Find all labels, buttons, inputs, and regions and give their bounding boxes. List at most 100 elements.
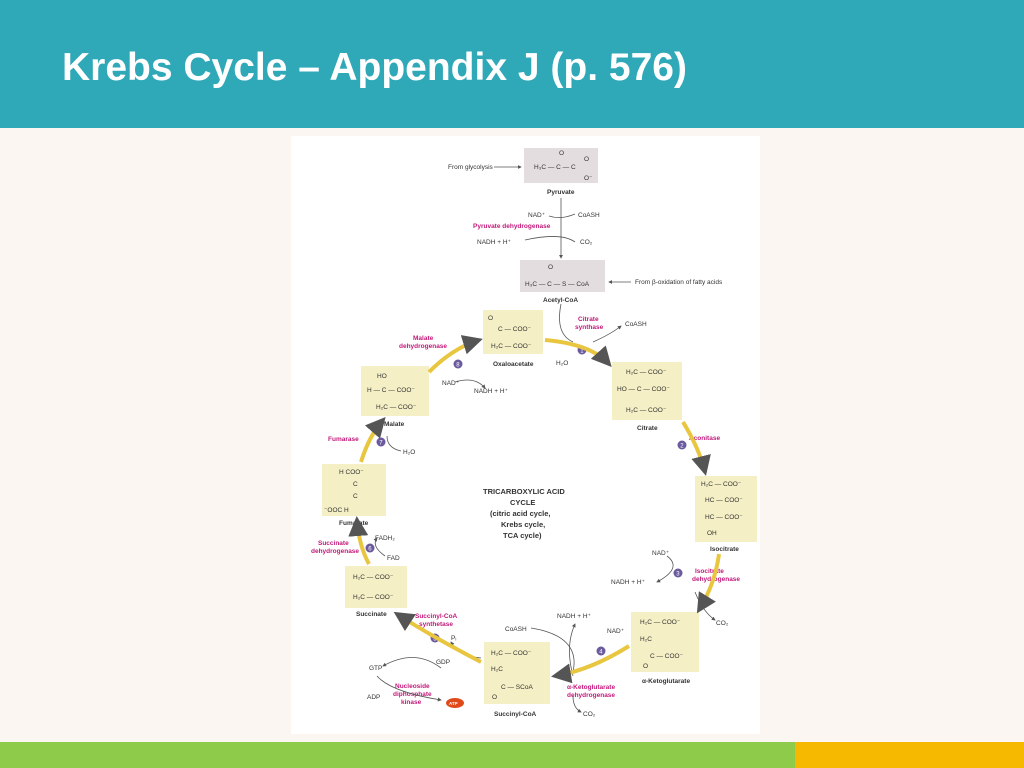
ketoglutarate-line-2: H₂C — [640, 636, 652, 643]
ketoglutarate-o: O — [643, 663, 648, 670]
step4-coash: CoASH — [505, 626, 527, 633]
krebs-cycle-diagram: From glycolysis O H₃C — C — C O O⁻ Pyruv… — [311, 148, 757, 718]
ketoglutarate-line-1: H₂C — COO⁻ — [640, 619, 681, 626]
akg-dh-label-1: α-Ketoglutarate — [567, 684, 615, 691]
step4-co2: CO₂ — [583, 711, 596, 718]
from-glycolysis-label: From glycolysis — [448, 164, 494, 171]
acetyl-coa-label: Acetyl-CoA — [543, 297, 578, 304]
isocitrate-line-4: OH — [707, 530, 717, 537]
step8-nadh: NADH + H⁺ — [474, 388, 509, 395]
ketoglutarate-label: α-Ketoglutarate — [642, 678, 690, 685]
center-label-4: Krebs cycle, — [501, 520, 545, 529]
center-label-5: TCA cycle) — [503, 531, 542, 540]
citrate-line-1: H₂C — COO⁻ — [626, 369, 667, 376]
succinate-line-1: H₂C — COO⁻ — [353, 574, 394, 581]
step6-fad-arrow — [373, 537, 386, 557]
fumarate-line-4: ⁻OOC H — [324, 507, 349, 514]
arrow-fumarate-to-malate — [359, 416, 386, 463]
step6-fadh2: FADH₂ — [375, 535, 395, 542]
isocitrate-line-3: HC — COO⁻ — [705, 514, 743, 521]
ndk-label-2: diphosphate — [393, 691, 432, 698]
succinate-label: Succinate — [356, 611, 387, 618]
succinyl-coa-synthetase-label-2: synthetase — [419, 621, 453, 628]
oxaloacetate-line-2: H₂C — COO⁻ — [491, 343, 532, 350]
step5-gtp: GTP — [369, 665, 382, 672]
malate-line-2: H — C — COO⁻ — [367, 387, 415, 394]
fumarase-label: Fumarase — [328, 436, 359, 443]
fumarate-label: Fumarate — [339, 520, 369, 527]
arrow-succinyl-coa-to-succinate — [393, 611, 482, 664]
acetyl-coa-formula: H₃C — C — S — CoA — [525, 281, 590, 288]
adp-to-atp-arrow — [376, 675, 442, 702]
gdp-to-gtp-arrow — [382, 657, 442, 669]
malate-line-3: H₂C — COO⁻ — [376, 404, 417, 411]
acetyl-coa-box — [520, 260, 605, 292]
step5-adp: ADP — [367, 694, 380, 701]
oxaloacetate-label: Oxaloacetate — [493, 361, 534, 368]
citrate-box — [612, 362, 682, 420]
pdh-coash: CoASH — [578, 212, 600, 219]
step4-nadh-arrow — [569, 623, 576, 677]
arrow-isocitrate-to-ketoglutarate — [696, 553, 721, 614]
malate-dh-label-1: Malate — [413, 335, 434, 342]
malate-line-1: HO — [377, 373, 387, 380]
step-7-number: 7 — [379, 441, 383, 447]
malate-dh-label-2: dehydrogenase — [399, 343, 447, 350]
ketoglutarate-box — [631, 612, 699, 672]
fumarate-box — [322, 464, 386, 516]
isocitrate-dh-label-1: Isocitrate — [695, 568, 724, 575]
arrow-citrate-to-isocitrate — [681, 420, 711, 476]
from-beta-oxidation-label: From β-oxidation of fatty acids — [635, 279, 723, 286]
succinyl-coa-box — [484, 642, 550, 704]
pyruvate-formula: H₃C — C — C — [534, 164, 576, 171]
step8-nad: NAD⁺ — [442, 380, 460, 387]
pyruvate-label: Pyruvate — [547, 189, 575, 196]
arrow-oxaloacetate-to-citrate — [544, 338, 612, 367]
isocitrate-box — [695, 476, 757, 542]
succinyl-coa-o: O — [492, 694, 497, 701]
step3-nadh: NADH + H⁺ — [611, 579, 646, 586]
succinyl-coa-line-2: H₂C — [491, 666, 503, 673]
citrate-synthase-label-1: Citrate — [578, 316, 599, 323]
step1-coash-arrow — [592, 325, 622, 343]
step-4-number: 4 — [599, 650, 603, 656]
step-3-number: 3 — [676, 572, 680, 578]
step4-nadh: NADH + H⁺ — [557, 613, 592, 620]
acetyl-coa-o: O — [548, 264, 553, 271]
pyruvate-o-right: O — [584, 156, 589, 163]
succinyl-coa-label: Succinyl-CoA — [494, 711, 537, 718]
atp-badge — [446, 698, 464, 708]
step-8-number: 8 — [456, 363, 460, 369]
ndk-label-3: kinase — [401, 699, 422, 706]
center-label-1: TRICARBOXYLIC ACID — [483, 487, 565, 496]
center-label-2: CYCLE — [510, 498, 535, 507]
step7-h2o: H₂O — [403, 449, 415, 456]
step-5-number: 5 — [433, 637, 437, 643]
citrate-label: Citrate — [637, 425, 658, 432]
fumarate-line-2: C — [353, 481, 358, 488]
citrate-line-2: HO — C — COO⁻ — [617, 386, 670, 393]
pyruvate-o-minus: O⁻ — [584, 175, 593, 182]
step1-coash: CoASH — [625, 321, 647, 328]
citrate-line-3: H₂C — COO⁻ — [626, 407, 667, 414]
arrow-malate-to-oxaloacetate — [427, 335, 483, 374]
pdh-co2: CO₂ — [580, 239, 593, 246]
step-2-badge — [677, 440, 687, 450]
oxaloacetate-o: O — [488, 315, 493, 322]
arrow-succinate-to-fumarate — [348, 516, 371, 565]
ndk-label-1: Nucleoside — [395, 683, 430, 690]
succinyl-coa-line-1: H₂C — COO⁻ — [491, 650, 532, 657]
aconitase-label: Aconitase — [689, 435, 720, 442]
step6-fad: FAD — [387, 555, 400, 562]
ketoglutarate-line-3: C — COO⁻ — [650, 653, 684, 660]
pdh-nadh: NADH + H⁺ — [477, 239, 512, 246]
title-bar: Krebs Cycle – Appendix J (p. 576) — [0, 0, 1024, 128]
malate-box — [361, 366, 429, 416]
isocitrate-line-2: HC — COO⁻ — [705, 497, 743, 504]
step-2-number: 2 — [680, 444, 684, 450]
oxaloacetate-box — [483, 310, 543, 354]
succinyl-coa-line-3: C — SCoA — [501, 684, 533, 691]
succinate-box — [345, 566, 407, 608]
pdh-enzyme: Pyruvate dehydrogenase — [473, 223, 551, 230]
atp-label: ATP — [449, 701, 458, 706]
